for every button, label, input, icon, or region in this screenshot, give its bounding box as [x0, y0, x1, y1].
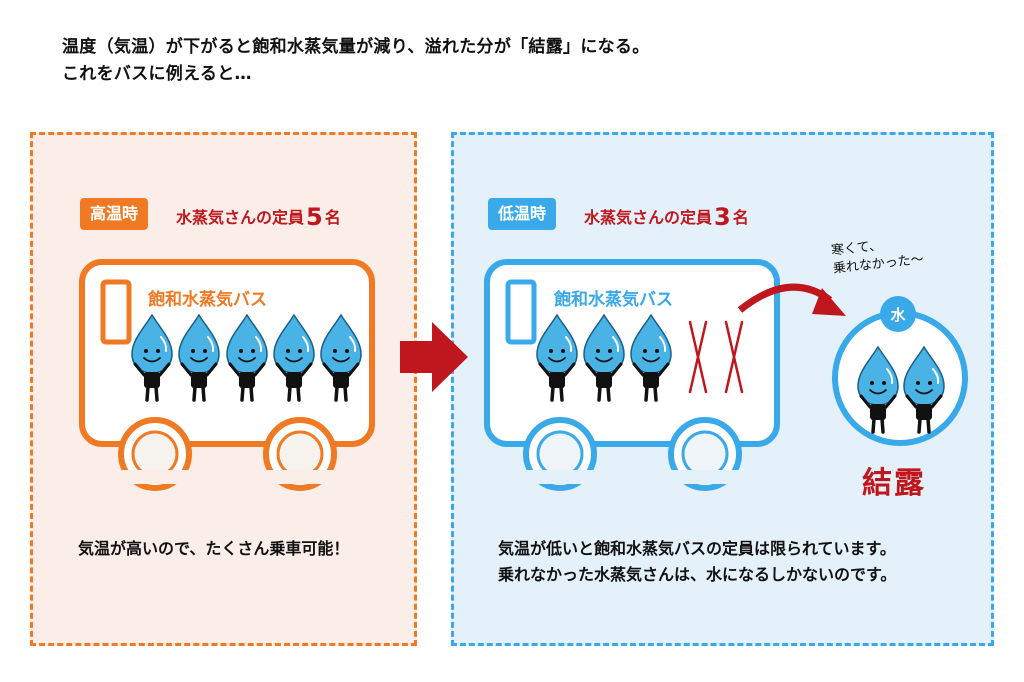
right-capacity-number: 3	[714, 203, 731, 231]
right-capacity-prefix: 水蒸気さんの定員	[584, 208, 713, 227]
high-temp-badge: 高温時	[80, 198, 149, 230]
condensation-circle	[832, 296, 968, 446]
intro-line-2: これをバスに例えると…	[62, 64, 252, 84]
left-capacity-prefix: 水蒸気さんの定員	[176, 208, 305, 227]
left-capacity-suffix: 名	[324, 208, 341, 227]
right-description: 気温が低いと飽和水蒸気バスの定員は限られています。 乗れなかった水蒸気さんは、水…	[498, 536, 896, 588]
right-bus-label: 飽和水蒸気バス	[553, 289, 673, 310]
condensation-label: 結露	[862, 466, 926, 501]
low-temp-badge: 低温時	[488, 198, 557, 230]
x-mark-icon	[688, 320, 708, 394]
right-arrow-icon	[400, 322, 468, 392]
x-mark-icon	[724, 320, 744, 394]
right-description-line-2: 乗れなかった水蒸気さんは、水になるしかないのです。	[498, 565, 897, 584]
left-bus-label: 飽和水蒸気バス	[147, 289, 267, 310]
right-description-line-1: 気温が低いと飽和水蒸気バスの定員は限られています。	[498, 539, 896, 558]
curved-arrow-icon	[737, 283, 846, 316]
intro-text: 温度（気温）が下がると飽和水蒸気量が減り、溢れた分が「結露」になる。 これをバス…	[62, 34, 650, 88]
right-passengers	[535, 313, 673, 402]
water-badge-label: 水	[890, 306, 906, 324]
left-capacity-number: 5	[306, 203, 323, 231]
right-capacity-suffix: 名	[732, 208, 749, 227]
rejected-seats	[688, 320, 744, 394]
intro-line-1: 温度（気温）が下がると飽和水蒸気量が減り、溢れた分が「結露」になる。	[62, 37, 650, 57]
left-description: 気温が高いので、たくさん乗車可能！	[78, 539, 350, 558]
